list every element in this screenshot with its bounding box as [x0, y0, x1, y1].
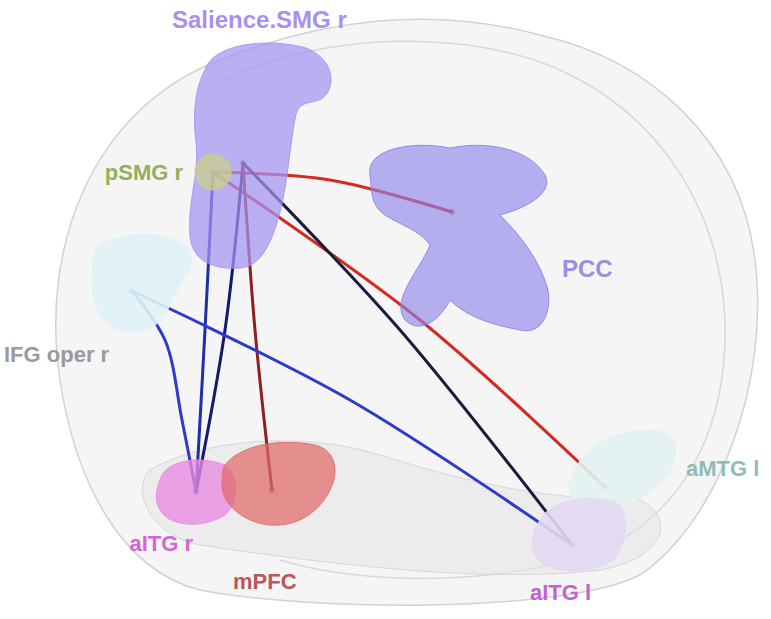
region-shape [360, 140, 555, 340]
region-label: pSMG r [105, 160, 183, 185]
brain-region: mPFC [220, 436, 340, 528]
region-shape [195, 154, 231, 190]
region-label: aITG l [530, 580, 591, 605]
brain-region: PCC [360, 140, 555, 340]
region-shape [528, 492, 630, 576]
brain-region: aITG l [528, 492, 630, 576]
region-shape [220, 436, 340, 528]
region-label: Salience.SMG r [172, 6, 347, 34]
region-label: IFG oper r [4, 342, 109, 367]
brain-surface [56, 19, 758, 605]
region-label: aMTG l [686, 456, 759, 481]
brain-region: pSMG r [195, 154, 231, 190]
connectivity-line [132, 291, 572, 545]
region-label: aITG r [129, 531, 193, 556]
brain-region: aMTG l [556, 426, 682, 512]
region-shape [556, 426, 682, 512]
region-shape [88, 228, 198, 338]
brain-region: IFG oper r [88, 228, 198, 338]
region-label: mPFC [233, 569, 297, 594]
region-label: PCC [562, 255, 613, 283]
